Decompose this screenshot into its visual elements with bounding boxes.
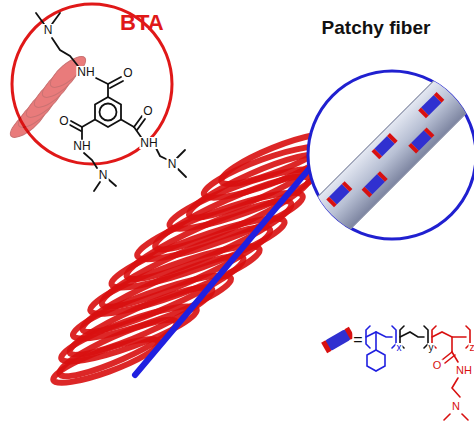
- atom-label: O: [432, 360, 443, 371]
- atom-label: NH: [455, 365, 473, 376]
- atom-label: NH: [139, 137, 158, 149]
- polymer-structure: [366, 326, 470, 420]
- subscript-label: z: [469, 343, 474, 353]
- patchy-fiber-circle: Patchy fiber: [306, 69, 474, 241]
- atom-label: NH: [72, 140, 91, 152]
- polymer-icon: [321, 327, 355, 353]
- circle-outline: [10, 2, 174, 166]
- bta-stack: [6, 52, 90, 143]
- subscript-label: y: [428, 343, 435, 353]
- bta-structure: [36, 13, 186, 191]
- atom-label: N: [98, 169, 109, 181]
- atom-label: O: [122, 67, 133, 79]
- subscript-label: x: [396, 343, 403, 353]
- atom-label: N: [43, 24, 54, 36]
- atom-label: NH: [76, 66, 95, 78]
- bta-title: BTA: [120, 10, 164, 36]
- atom-label: O: [142, 105, 153, 117]
- circle-outline: [306, 69, 474, 241]
- atom-label: N: [451, 401, 461, 412]
- atom-label: N: [167, 158, 178, 170]
- equals-sign: =: [352, 332, 363, 348]
- patchy-cylinder: [305, 68, 474, 242]
- atom-label: O: [58, 115, 69, 127]
- patchy-fiber-title: Patchy fiber: [286, 17, 466, 39]
- bta-circle: BTA: [10, 2, 174, 166]
